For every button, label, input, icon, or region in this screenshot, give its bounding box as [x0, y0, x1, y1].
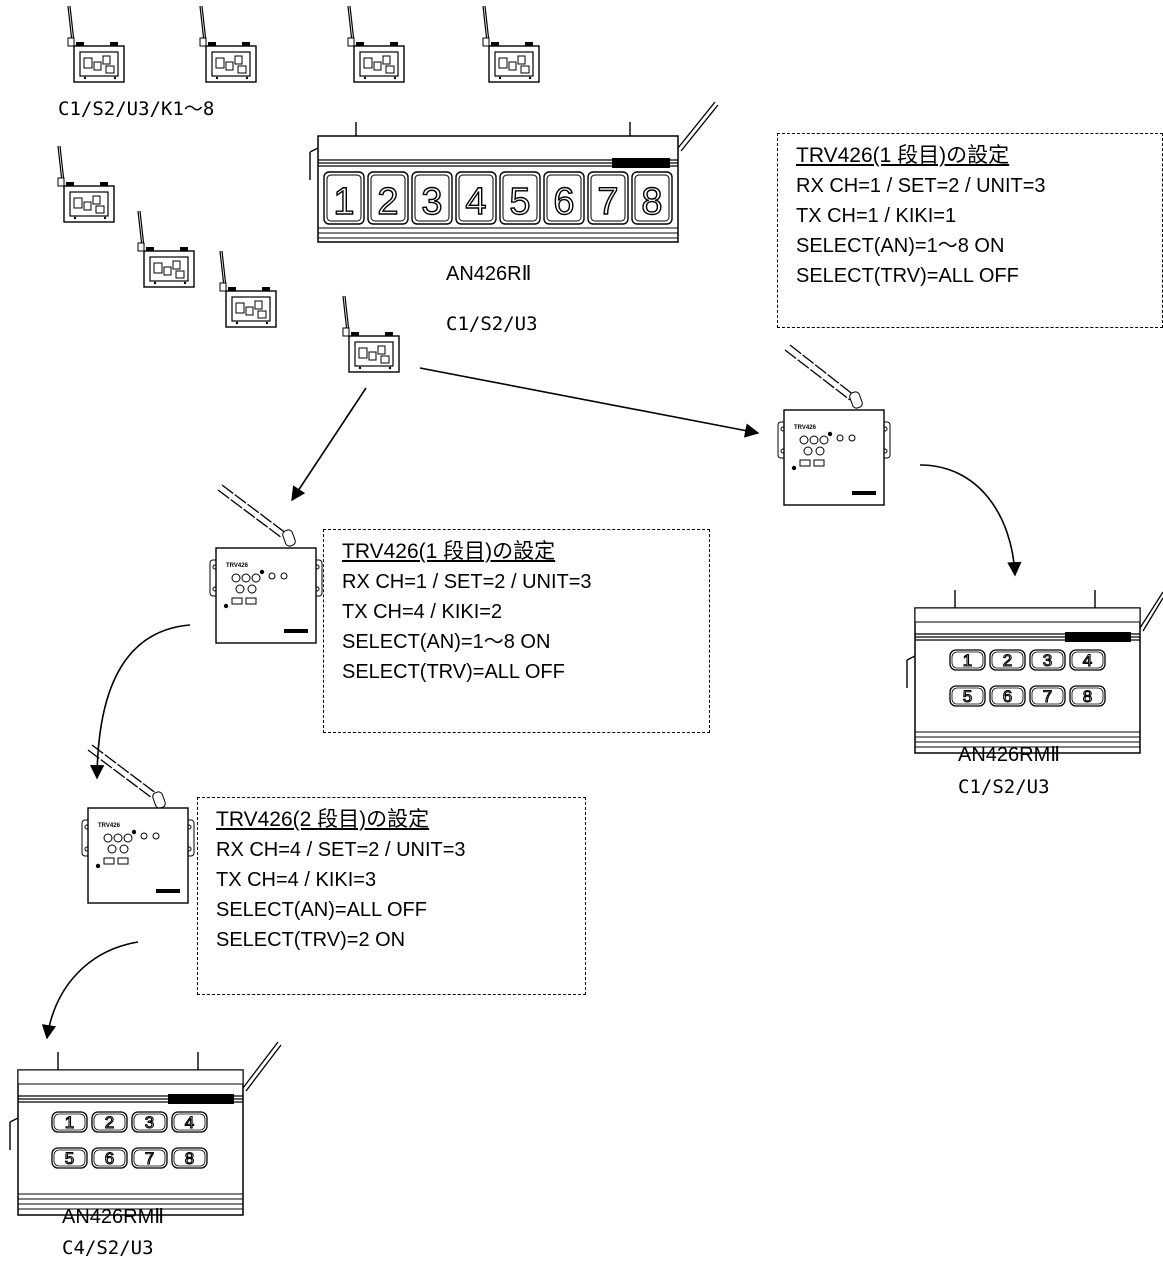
transmitter-icon	[57, 145, 115, 223]
relay-model-text: TRV426	[794, 425, 817, 431]
settings-line: RX CH=1 / SET=2 / UNIT=3	[796, 175, 1046, 197]
settings-box-relay-mid: TRV426(1 段目)の設定 RX CH=1 / SET=2 / UNIT=3…	[323, 529, 710, 733]
display-an426rm-bottom: 1 2 3 4 5 6 7 8	[9, 1041, 282, 1216]
transmitter-icon	[347, 5, 405, 83]
relay-unit-mid: TRV426	[209, 484, 323, 644]
settings-line: SELECT(AN)=ALL OFF	[216, 899, 427, 921]
digit-label: 2	[105, 1113, 114, 1132]
digit-button: 5	[51, 1147, 88, 1169]
digit-label: 4	[1083, 651, 1092, 670]
digit-tile: 5	[499, 171, 541, 225]
digit-button: 3	[131, 1111, 168, 1133]
digit-label: 7	[597, 181, 618, 223]
digit-label: 6	[1003, 687, 1012, 706]
settings-box-relay-right: TRV426(1 段目)の設定 RX CH=1 / SET=2 / UNIT=3…	[777, 133, 1163, 328]
digit-label: 5	[509, 181, 530, 223]
digit-label: 3	[421, 181, 442, 223]
settings-line: SELECT(TRV)=ALL OFF	[796, 265, 1019, 287]
digit-tile: 3	[411, 171, 453, 225]
digit-tile: 6	[543, 171, 585, 225]
relay-model-text: TRV426	[226, 563, 249, 569]
digit-tile: 4	[455, 171, 497, 225]
transmitters-code-label: C1/S2/U3/K1～8	[58, 98, 215, 120]
settings-line: SELECT(AN)=1～8 ON	[342, 631, 551, 653]
settings-line: SELECT(TRV)=2 ON	[216, 929, 406, 951]
settings-line: SELECT(TRV)=ALL OFF	[342, 661, 565, 683]
settings-line: TX CH=4 / KIKI=2	[342, 601, 503, 623]
digit-label: 5	[963, 687, 972, 706]
signal-arrow	[89, 624, 191, 780]
settings-title: TRV426(1 段目)の設定	[796, 144, 1010, 167]
digit-label: 4	[465, 181, 486, 223]
digit-label: 1	[963, 651, 972, 670]
transmitter-icon	[67, 5, 125, 83]
digit-button: 5	[949, 685, 986, 707]
digit-button: 8	[171, 1147, 208, 1169]
digit-label: 7	[145, 1149, 154, 1168]
digit-label: 7	[1043, 687, 1052, 706]
an426rm-bottom-code-label: C4/S2/U3	[62, 1237, 154, 1259]
digit-label: 2	[1003, 651, 1012, 670]
transmitter-icon	[137, 210, 195, 288]
settings-line: SELECT(AN)=1～8 ON	[796, 235, 1005, 257]
transmitter-icon	[219, 250, 277, 328]
digit-tile: 1	[323, 171, 365, 225]
display-an426rm-right: 1 2 3 4 5 6 7 8	[906, 589, 1163, 754]
transmitter-icon	[482, 5, 540, 83]
digit-label: 5	[65, 1149, 74, 1168]
settings-line: TX CH=4 / KIKI=3	[216, 869, 377, 891]
relay-unit-right: TRV426	[777, 344, 891, 506]
digit-tile: 2	[367, 171, 409, 225]
settings-line: TX CH=1 / KIKI=1	[796, 205, 957, 227]
an426rm-right-code-label: C1/S2/U3	[958, 776, 1050, 798]
digit-label: 2	[377, 181, 398, 223]
relay-model-text: TRV426	[98, 823, 121, 829]
settings-title: TRV426(2 段目)の設定	[216, 808, 430, 831]
digit-button: 1	[949, 649, 986, 671]
signal-arrow	[919, 464, 1022, 577]
digit-label: 3	[145, 1113, 154, 1132]
digit-button: 4	[171, 1111, 208, 1133]
digit-tile: 8	[631, 171, 673, 225]
digit-label: 4	[185, 1113, 194, 1132]
an426rm-bottom-model-label: AN426RMⅡ	[62, 1206, 165, 1228]
digit-button: 2	[989, 649, 1026, 671]
digit-button: 7	[131, 1147, 168, 1169]
transmitter-icon	[342, 295, 400, 373]
digit-button: 1	[51, 1111, 88, 1133]
digit-label: 8	[641, 181, 662, 223]
signal-arrow	[291, 387, 367, 502]
settings-line: RX CH=1 / SET=2 / UNIT=3	[342, 571, 592, 593]
signal-arrow	[419, 367, 760, 438]
digit-label: 8	[185, 1149, 194, 1168]
digit-label: 1	[65, 1113, 74, 1132]
transmitter-icon	[199, 5, 257, 83]
digit-button: 2	[91, 1111, 128, 1133]
relay-unit-low: TRV426	[81, 744, 195, 904]
signal-arrow	[41, 941, 139, 1040]
digit-label: 1	[333, 181, 354, 223]
digit-label: 6	[553, 181, 574, 223]
an426rm-right-model-label: AN426RMⅡ	[958, 744, 1061, 766]
digit-label: 6	[105, 1149, 114, 1168]
settings-box-relay-low: TRV426(2 段目)の設定 RX CH=4 / SET=2 / UNIT=3…	[197, 797, 586, 995]
digit-button: 6	[91, 1147, 128, 1169]
digit-label: 8	[1083, 687, 1092, 706]
digit-button: 7	[1029, 685, 1066, 707]
an426r-model-label: AN426RⅡ	[446, 263, 532, 285]
digit-button: 6	[989, 685, 1026, 707]
digit-label: 3	[1043, 651, 1052, 670]
digit-button: 3	[1029, 649, 1066, 671]
digit-button: 4	[1069, 649, 1106, 671]
digit-button: 8	[1069, 685, 1106, 707]
settings-title: TRV426(1 段目)の設定	[342, 540, 556, 563]
digit-tile: 7	[587, 171, 629, 225]
settings-line: RX CH=4 / SET=2 / UNIT=3	[216, 839, 466, 861]
an426r-code-label: C1/S2/U3	[446, 313, 538, 335]
